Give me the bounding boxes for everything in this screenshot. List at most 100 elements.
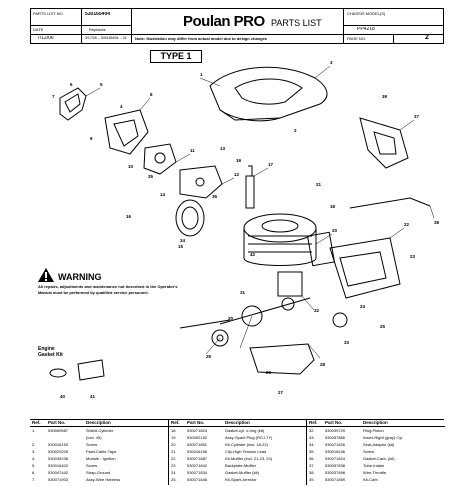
callout-4: 4 xyxy=(120,104,123,109)
table-cell-ref: 38. xyxy=(309,470,315,475)
table-cell-part: 530071851 xyxy=(187,442,208,447)
callout-14: 14 xyxy=(160,192,166,197)
callout-23: 23 xyxy=(410,254,416,259)
table-cell-desc: Backplate-Muffler xyxy=(225,463,257,468)
table-cell-desc: Clip-High Tension Lead xyxy=(225,449,267,454)
callout-11: 11 xyxy=(190,148,195,153)
table-cell-desc: Insert-Right (gray) Cyl. xyxy=(363,435,404,440)
callout-40: 40 xyxy=(60,394,66,399)
table-header-desc: Description xyxy=(225,420,250,425)
table-cell-ref: 34. xyxy=(309,442,315,447)
callout-33: 33 xyxy=(344,340,350,345)
table-cell-ref: 39. xyxy=(309,477,315,482)
table-cell-desc: Kit-Spark Arrestor xyxy=(225,477,257,482)
table-cell-ref: 21. xyxy=(171,449,177,454)
table-cell-part: 530071903 xyxy=(48,477,69,482)
callout-3: 3 xyxy=(330,60,333,65)
callout-1: 1 xyxy=(200,72,203,77)
chassis-model-label: CHASSIS MODEL(S) xyxy=(347,11,386,16)
table-cell-part: 530016153 xyxy=(48,442,69,447)
table-cell-ref: 32. xyxy=(309,428,315,433)
table-cell-part: 530071887 xyxy=(187,456,208,461)
crankshaft-drawing xyxy=(179,297,311,329)
table-cell-desc: Module - Ignition xyxy=(86,456,116,461)
table-cell-ref: 2. xyxy=(32,442,36,447)
table-header-desc: Description xyxy=(86,420,111,425)
callout-5: 5 xyxy=(100,82,103,87)
callout-2: 2 xyxy=(294,128,297,133)
table-header-ref: Ref. xyxy=(309,420,318,425)
table-cell-ref: 35. xyxy=(309,449,315,454)
gasket-kit-drawing xyxy=(49,359,105,381)
callout-10: 10 xyxy=(128,164,134,169)
callout-29: 29 xyxy=(206,354,212,359)
table-cell-desc: Seal-Adaptor (kit) xyxy=(363,442,395,447)
chain-brake-drawing xyxy=(359,117,409,169)
table-header-ref: Ref. xyxy=(32,420,41,425)
cylinder-drawing xyxy=(243,213,317,266)
table-cell-desc: Kit-Muffler (incl. 21-23, 24) xyxy=(225,456,273,461)
table-header-part: Part No. xyxy=(187,420,205,425)
table-cell-part: 530039729 xyxy=(325,428,346,433)
table-cell-part: 530016436 xyxy=(325,449,346,454)
table-cell-part: 530071859 xyxy=(325,477,346,482)
table-cell-part: 530016402 xyxy=(48,463,69,468)
table-cell-desc: Assy-Spark Plug (RCJ-7Y) xyxy=(225,435,273,440)
callout-21: 21 xyxy=(316,182,322,187)
table-cell-part: 530071842 xyxy=(187,463,208,468)
table-cell-part: 530071824 xyxy=(325,456,346,461)
table-cell-ref: 24. xyxy=(171,470,177,475)
table-cell-ref: 25. xyxy=(171,477,177,482)
callout-12: 12 xyxy=(234,172,240,177)
callout-24: 24 xyxy=(360,304,366,309)
table-cell-desc: Assy-Wire Harness xyxy=(86,477,121,482)
callout-41: 41 xyxy=(90,394,96,399)
page-no-label: PAGE NO. xyxy=(347,36,367,41)
callout-36: 36 xyxy=(212,194,218,199)
date-value: 7/12/06 xyxy=(37,36,54,41)
chassis-model: PP4218 xyxy=(357,27,375,32)
table-cell-part: 530071834 xyxy=(187,470,208,475)
callout-32: 32 xyxy=(314,308,320,313)
table-cell-part: 530016196 xyxy=(187,449,208,454)
spark-plug-drawing xyxy=(245,165,255,209)
brand-block: Poulan PRO PARTS LIST xyxy=(181,11,341,33)
table-cell-part: 530071824 xyxy=(187,428,208,433)
muffler-drawing xyxy=(329,237,401,299)
table-cell-desc: Gasket-Muffler (kit) xyxy=(225,470,259,475)
type-label: TYPE 1 xyxy=(150,50,202,63)
callout-20: 20 xyxy=(332,228,338,233)
callout-31: 31 xyxy=(240,290,246,295)
table-cell-ref: 1. xyxy=(32,428,36,433)
engine-gasket-kit-label: Engine Gasket Kit xyxy=(38,346,63,358)
callout-6: 6 xyxy=(70,82,73,87)
table-cell-ref: 36. xyxy=(309,456,315,461)
callout-27: 27 xyxy=(278,390,284,395)
bracket-drawing xyxy=(104,109,149,155)
table-cell-part: 530057838 xyxy=(325,463,346,468)
page-header: PARTS LIST NO. 530165404 DATE 7/12/06 Re… xyxy=(30,8,444,44)
table-cell-part: 530057866 xyxy=(325,435,346,440)
table-cell-ref: 6. xyxy=(32,470,36,475)
warning-text: All repairs, adjustments and maintenance… xyxy=(38,284,178,295)
callout-15: 15 xyxy=(178,244,184,249)
parts-list-no: 530165404 xyxy=(85,12,111,17)
table-cell-ref: 19. xyxy=(171,435,177,440)
callout-17: 17 xyxy=(268,162,274,167)
parts-list-no-label: PARTS LIST NO. xyxy=(33,11,64,16)
table-cell-desc: Screw xyxy=(363,449,375,454)
table-cell-ref: 3. xyxy=(32,449,36,454)
table-cell-ref: 22. xyxy=(171,456,177,461)
table-cell-desc: Kit-Carb xyxy=(363,477,378,482)
table-cell-ref: 23. xyxy=(171,463,177,468)
replaces-text: 3/17/05 -- 530165404 -- 01 xyxy=(85,36,127,40)
table-cell-part: 530071846 xyxy=(187,477,208,482)
throttle-wire-drawing xyxy=(349,197,431,209)
callout-16: 16 xyxy=(126,214,132,219)
callout-34: 34 xyxy=(180,238,186,243)
table-cell-part xyxy=(48,435,84,441)
table-cell-desc: (Incl. 45) xyxy=(86,435,102,440)
